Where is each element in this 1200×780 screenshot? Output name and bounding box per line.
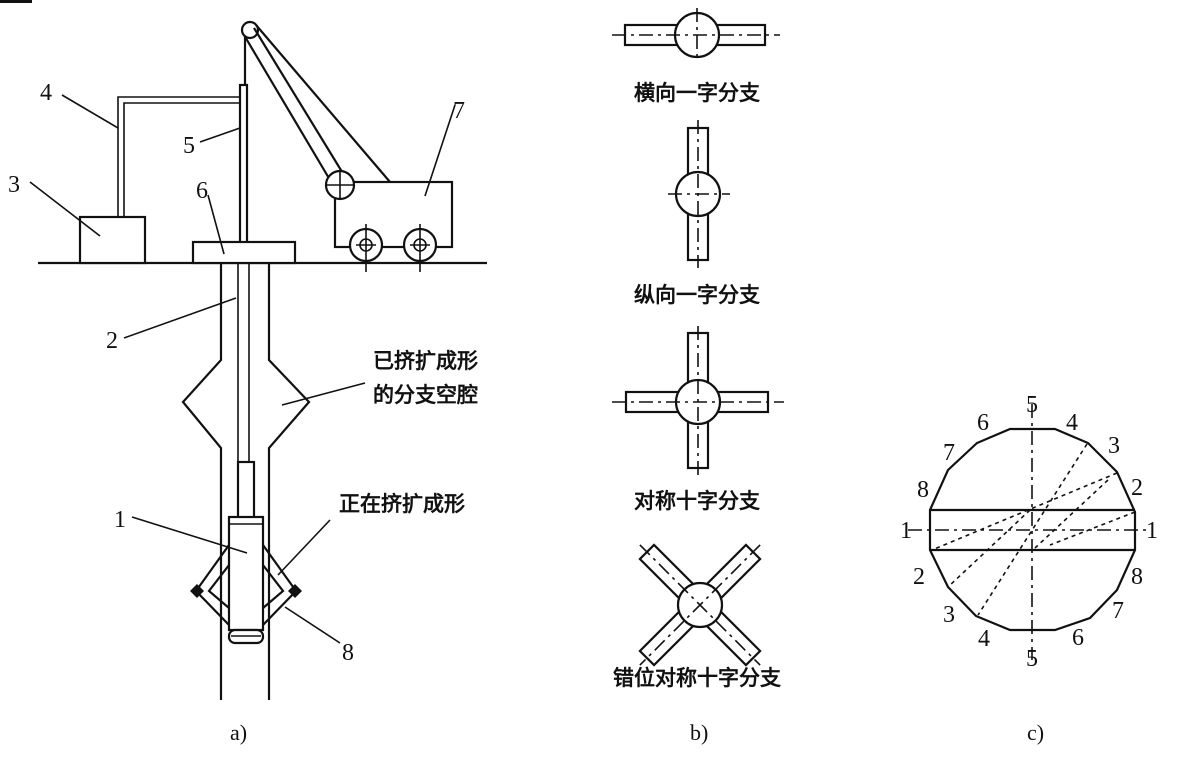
- branch-label-horizontal: 横向一字分支: [634, 81, 761, 105]
- caption-a: a): [230, 720, 247, 745]
- branch-symmetric-cross: [612, 326, 784, 476]
- pos-label-6-top: 6: [977, 410, 989, 436]
- pos-label-7-bottom: 7: [1112, 598, 1124, 624]
- branch-label-staggered-cross: 错位对称十字分支: [613, 666, 782, 690]
- pos-label-7-top: 7: [943, 440, 955, 466]
- panel-a-leaders: [29, 94, 456, 644]
- caption-c: c): [1027, 720, 1044, 745]
- scan-artifact: [0, 0, 32, 3]
- pos-label-5-bottom: 5: [1026, 646, 1038, 672]
- branch-staggered-cross: [638, 543, 762, 667]
- caption-b: b): [690, 720, 708, 745]
- pos-label-8-bottom: 8: [1131, 564, 1143, 590]
- top-pulley: [240, 20, 260, 40]
- axis-4-3: [977, 443, 1088, 616]
- borehole-wall-right: [267, 263, 311, 700]
- pos-label-2-bottom: 2: [913, 564, 925, 590]
- pile-cross-section: [908, 404, 1150, 660]
- pos-label-4-top: 4: [1066, 410, 1078, 436]
- branch-vertical-line: [668, 120, 730, 268]
- pump-station-3: [78, 215, 147, 265]
- borehole-wall-left: [181, 263, 223, 700]
- label-1: 1: [114, 507, 126, 533]
- pos-label-3-bottom: 3: [943, 602, 955, 628]
- axis-2-3: [947, 509, 1031, 588]
- winch-cross: [326, 171, 354, 199]
- pos-label-4-bottom: 4: [978, 626, 990, 652]
- label-3: 3: [8, 172, 20, 198]
- branch-label-vertical: 纵向一字分支: [634, 283, 761, 307]
- pos-label-3-top: 3: [1108, 433, 1120, 459]
- branch-horizontal-line: [612, 8, 780, 62]
- axis-2-8: [1049, 511, 1136, 546]
- boom-cable: [253, 27, 348, 181]
- axis-diag: [1034, 479, 1109, 549]
- pos-label-2-top: 2: [1131, 475, 1143, 501]
- label-4: 4: [40, 80, 52, 106]
- boom-cable: [243, 34, 331, 181]
- label-2: 2: [106, 328, 118, 354]
- label-7: 7: [453, 98, 465, 124]
- hinge-left: [190, 584, 204, 598]
- formed-cavity-label-line1: 已挤扩成形: [373, 349, 478, 373]
- pos-label-8-top: 8: [917, 477, 929, 503]
- label-6: 6: [196, 178, 208, 204]
- formed-cavity-label-line2: 的分支空腔: [373, 383, 478, 407]
- pos-label-6-bottom: 6: [1072, 625, 1084, 651]
- extruder-body-1: [227, 515, 265, 632]
- panel-a-borehole: [181, 263, 311, 700]
- forming-now-label: 正在挤扩成形: [339, 492, 465, 516]
- branch-label-symmetric-cross: 对称十字分支: [634, 489, 761, 513]
- platform-6: [191, 240, 297, 265]
- pos-label-1-right: 1: [1146, 518, 1158, 544]
- hinge-right: [288, 584, 302, 598]
- label-8: 8: [342, 640, 354, 666]
- axis-3-2: [931, 472, 1118, 551]
- panel-a-equipment: [38, 20, 487, 272]
- drill-rod-2: [237, 263, 250, 462]
- rod-5: [238, 83, 249, 247]
- rod-coupling: [236, 460, 256, 520]
- boom-cable: [255, 24, 391, 183]
- pos-label-1-left: 1: [900, 518, 912, 544]
- pos-label-5-top: 5: [1026, 392, 1038, 418]
- label-5: 5: [183, 133, 195, 159]
- hydraulic-pipe-4: [117, 96, 240, 217]
